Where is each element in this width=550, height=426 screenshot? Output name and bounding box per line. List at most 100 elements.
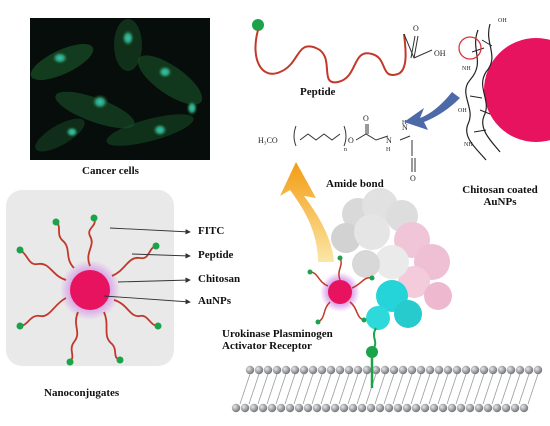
lipid-head [353,365,363,375]
lipid-head [425,365,435,375]
chem-n2: N [402,123,408,132]
lipid-tail [410,373,422,405]
upar-receptor [307,188,452,358]
lipid-head [407,365,417,375]
lipid-head [474,403,484,413]
lipid-head [402,403,412,413]
label-nanoconjugates: Nanoconjugates [44,387,120,399]
lipid-head [533,365,543,375]
lipid-tail [473,373,485,405]
cell-nucleus [121,29,135,47]
label-receptor-line2: Activator Receptor [222,340,312,352]
lipid-head [380,365,390,375]
lipid-tail [302,373,314,405]
chem-fragment: OH [458,108,467,114]
lipid-head [362,365,372,375]
chem-fragment: NH [462,66,471,72]
lipid-head [411,403,421,413]
lipid-head [461,365,471,375]
lipid-tail [419,373,431,405]
chem-o-carbonyl: O [363,114,369,123]
blue-arrow [404,92,460,130]
lipid-tail [383,373,395,405]
lipid-head [434,365,444,375]
lipid-tail [437,373,449,405]
lipid-head [276,403,286,413]
lipid-head [299,365,309,375]
cancer-cells-micrograph [30,18,210,160]
cell-nucleus [186,100,198,116]
label-chitosan-coated-line2: AuNPs [483,196,517,208]
lipid-head [371,365,381,375]
lipid-head [254,365,264,375]
lipid-head [398,365,408,375]
lipid-tail [482,373,494,405]
cell-nucleus [51,51,69,65]
legend-fitc: FITC [198,225,225,237]
lipid-tail [509,373,521,405]
lipid-head [483,403,493,413]
lipid-head [456,403,466,413]
label-receptor: Urokinase Plasminogen Activator Receptor [222,328,333,352]
lipid-tail [266,373,278,405]
lipid-tail [428,373,440,405]
lipid-head [470,365,480,375]
lipid-head [429,403,439,413]
lipid-tail [446,373,458,405]
lipid-head [357,403,367,413]
lipid-head [285,403,295,413]
lipid-head [312,403,322,413]
lipid-tail [491,373,503,405]
highlight-circle [458,36,482,60]
lipid-head [366,403,376,413]
legend-peptide: Peptide [198,249,234,261]
lipid-head [317,365,327,375]
lipid-head [290,365,300,375]
lipid-tail [248,373,260,405]
chem-o-bottom: O [410,174,416,183]
lipid-tail [464,373,476,405]
lipid-tail [455,373,467,405]
lipid-tail [239,373,251,405]
lipid-tail [365,373,377,405]
lipid-head [515,365,525,375]
lipid-head [344,365,354,375]
lipid-head [321,403,331,413]
lipid-head [240,403,250,413]
cell-nucleus [91,94,109,110]
lipid-head [249,403,259,413]
lipid-head [465,403,475,413]
lipid-head [389,365,399,375]
label-chitosan-coated-line1: Chitosan coated [462,184,538,196]
lipid-head [506,365,516,375]
chem-h1: H [386,147,391,153]
chem-h2: H [402,120,407,126]
lipid-tail [500,373,512,405]
label-chitosan-coated: Chitosan coated AuNPs [450,184,550,208]
lipid-head [258,403,268,413]
aunp-core [70,270,110,310]
chem-o-chain: O [348,136,354,145]
lipid-tail [338,373,350,405]
lipid-head [420,403,430,413]
lipid-head [443,365,453,375]
lipid-tail [311,373,323,405]
lipid-head [510,403,520,413]
lipid-head [384,403,394,413]
lipid-head [263,365,273,375]
lipid-head [447,403,457,413]
lipid-head [326,365,336,375]
lipid-tail [329,373,341,405]
lipid-head [524,365,534,375]
fitc-dot [252,19,264,31]
lipid-head [303,403,313,413]
lipid-head [492,403,502,413]
label-amide-bond: Amide bond [326,178,384,190]
lipid-tail [518,373,530,405]
lipid-tail [374,373,386,405]
chitosan-coated-aunp: OH NH OH NH [458,18,550,161]
label-receptor-line1: Urokinase Plasminogen [222,328,333,340]
chem-fragment: OH [498,18,507,24]
lipid-head [488,365,498,375]
